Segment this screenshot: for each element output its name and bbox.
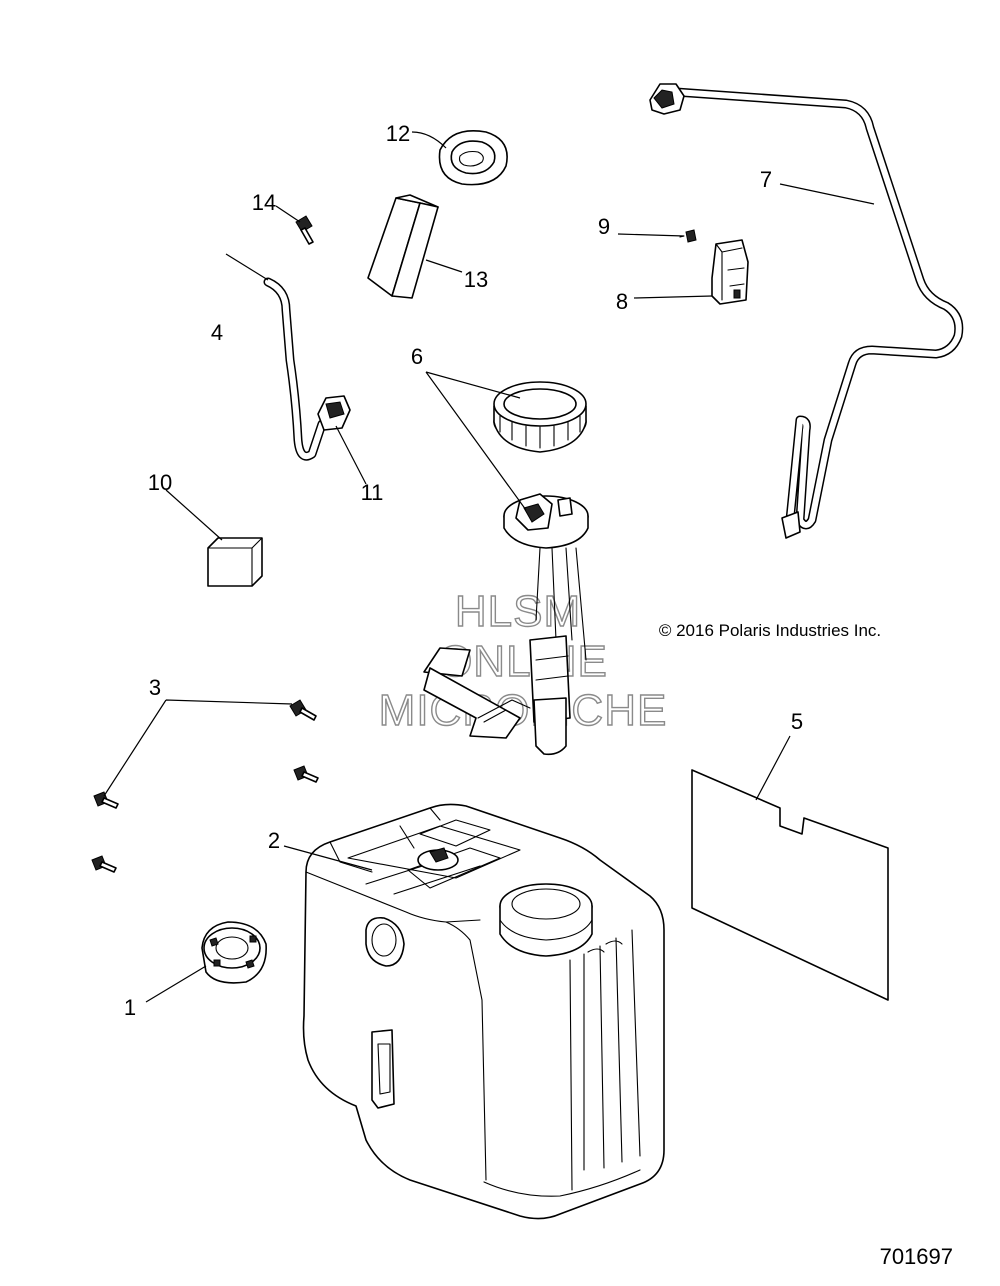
part-11-connector <box>317 395 351 431</box>
callout-13: 13 <box>464 267 488 292</box>
leader-2 <box>283 845 373 871</box>
callout-12: 12 <box>386 121 410 146</box>
part-13-foam-block <box>367 194 439 299</box>
screw-c <box>93 791 119 809</box>
callout-6: 6 <box>411 344 423 369</box>
callout-11: 11 <box>361 480 384 505</box>
watermark-line-3: MICROFICHE <box>379 686 668 735</box>
leader-12 <box>411 131 447 149</box>
leader-13 <box>425 259 463 273</box>
leader-11 <box>335 425 367 485</box>
leader-10 <box>165 489 223 541</box>
callout-14: 14 <box>252 190 276 215</box>
part-6-fuel-pump <box>423 493 589 756</box>
leader-7 <box>779 183 875 205</box>
callout-7: 7 <box>760 167 772 192</box>
part-12-grommet <box>438 130 508 186</box>
screw-b <box>293 765 319 783</box>
leader-9 <box>617 233 685 237</box>
copyright-notice: © 2016 Polaris Industries Inc. <box>659 621 881 640</box>
document-number: 701697 <box>880 1244 953 1269</box>
callout-4: 4 <box>211 320 223 345</box>
leader-8 <box>633 295 713 299</box>
leader-14 <box>275 205 301 223</box>
callout-9: 9 <box>598 214 610 239</box>
part-8-clip <box>711 239 749 305</box>
callout-8: 8 <box>616 289 628 314</box>
part-7-vent-hose <box>649 83 964 539</box>
part-10-block <box>207 537 263 587</box>
part-4-harness <box>263 277 327 461</box>
part-5-pad <box>691 769 889 1001</box>
leader-1 <box>145 965 207 1003</box>
part-3-screws <box>91 699 319 873</box>
callout-2: 2 <box>268 828 280 853</box>
leader-6 <box>425 371 527 511</box>
callout-5: 5 <box>791 709 803 734</box>
part-2-fuel-tank <box>302 803 665 1220</box>
part-1-fuel-cap <box>201 921 267 984</box>
screw-a <box>289 699 317 721</box>
leader-4 <box>225 253 269 281</box>
leader-5 <box>755 735 791 801</box>
screw-d <box>91 855 117 873</box>
callouts: 12 13 14 9 8 7 4 6 11 10 3 2 1 5 <box>124 121 803 1020</box>
leader-lines <box>103 131 875 1003</box>
callout-1: 1 <box>124 995 136 1020</box>
callout-3: 3 <box>149 675 161 700</box>
watermark-line-1: HLSM <box>455 587 581 636</box>
part-14-screw <box>295 215 314 245</box>
part-6-lock-ring <box>493 381 587 453</box>
leader-3 <box>103 699 293 797</box>
callout-10: 10 <box>148 470 172 495</box>
watermark: HLSM ONLINE MICROFICHE <box>378 586 668 735</box>
